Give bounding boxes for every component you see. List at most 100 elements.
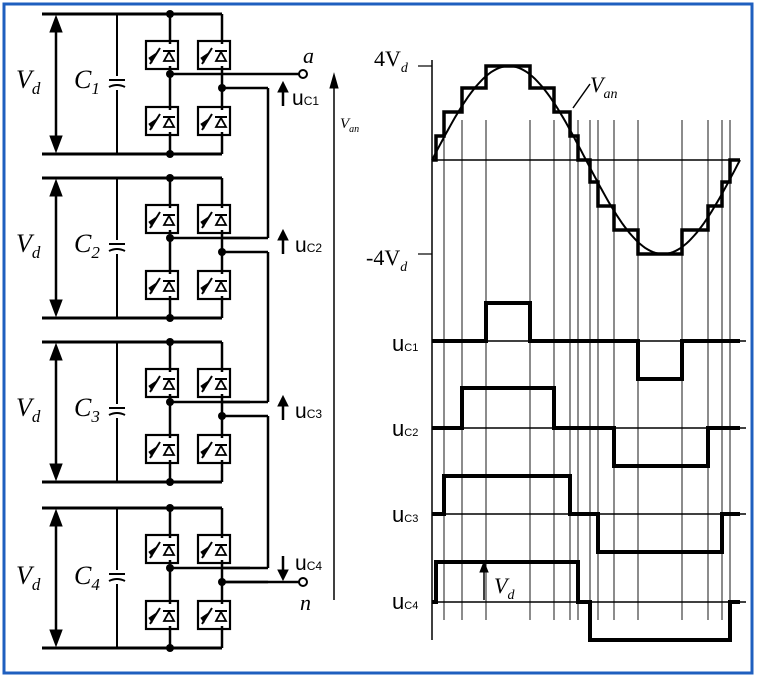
vd-arrow-head-down — [49, 135, 63, 154]
cell-4-labels: Vd C4 — [16, 561, 100, 594]
igbt-diode-switch — [196, 203, 232, 235]
transistor-arrow — [200, 546, 209, 558]
junction-dot — [166, 150, 174, 158]
uc3-label: uC3 — [295, 400, 322, 423]
switch-box — [196, 367, 232, 399]
igbt-diode-switch — [196, 269, 232, 301]
diode-triangle — [162, 280, 176, 292]
transistor-arrow — [200, 612, 209, 624]
diode-triangle — [162, 214, 176, 226]
diode-triangle — [162, 50, 176, 62]
switch-box — [144, 269, 180, 301]
igbt-diode-switch — [196, 433, 232, 465]
junction-dot — [166, 10, 174, 18]
h-bridge-cell-2 — [42, 174, 268, 322]
igbt-diode-switch — [144, 39, 180, 71]
uc-waveform-2 — [432, 386, 740, 468]
diode-triangle — [162, 116, 176, 128]
diode-triangle — [214, 444, 228, 456]
switch-box — [196, 533, 232, 565]
vd-arrow-head-up — [49, 178, 63, 197]
switch-box — [144, 533, 180, 565]
igbt-diode-switch — [144, 433, 180, 465]
switch-box — [196, 599, 232, 631]
cell-2-labels: Vd C2 — [16, 229, 100, 262]
junction-dot — [166, 478, 174, 486]
diode-triangle — [214, 378, 228, 390]
vd-arrow-head-up — [49, 342, 63, 361]
transistor-arrow — [148, 546, 157, 558]
transistor-arrow — [200, 118, 209, 130]
diode-triangle — [214, 50, 228, 62]
cap-plate-bottom — [108, 578, 126, 582]
diode-triangle — [214, 280, 228, 292]
cap-plate-bottom — [108, 412, 126, 416]
diode-triangle — [214, 116, 228, 128]
vd-arrow-head-up — [49, 508, 63, 527]
cell-3-labels: Vd C3 — [16, 393, 100, 426]
switch-box — [144, 433, 180, 465]
cap-plate-bottom — [108, 248, 126, 252]
uc-arrow-head — [277, 569, 289, 582]
switch-box — [144, 599, 180, 631]
uc1-label: uC1 — [292, 87, 319, 110]
junction-dot — [166, 644, 174, 652]
junction-dot — [166, 338, 174, 346]
igbt-diode-switch — [144, 203, 180, 235]
cap-label-3: C3 — [74, 393, 100, 426]
transistor-arrow — [148, 52, 157, 64]
series-connections — [222, 69, 339, 600]
switch-box — [196, 39, 232, 71]
wave-uc3-label: uC3 — [392, 502, 418, 527]
transistor-arrow — [200, 52, 209, 64]
plot-minus-4vd-label: -4Vd — [366, 245, 408, 275]
terminal-a — [298, 69, 308, 79]
igbt-diode-switch — [196, 599, 232, 631]
vd-arrow-head-down — [49, 629, 63, 648]
uc-arrow-head — [277, 80, 289, 93]
uc-arrow-head — [277, 228, 289, 241]
uc-waveform-4 — [432, 560, 740, 642]
transistor-arrow — [148, 216, 157, 228]
terminal-n-label: n — [300, 590, 311, 615]
diode-triangle — [214, 544, 228, 556]
terminal-a-label: a — [303, 43, 314, 68]
switch-box — [144, 39, 180, 71]
transistor-arrow — [148, 118, 157, 130]
van-vertical-label: Van — [340, 116, 359, 135]
van-arrow-head — [329, 72, 339, 89]
vd-label-4: Vd — [16, 561, 41, 594]
wave-uc4-label: uC4 — [392, 589, 418, 614]
switch-box — [196, 433, 232, 465]
transistor-arrow — [200, 282, 209, 294]
circuit — [42, 10, 339, 652]
junction-dot — [166, 504, 174, 512]
wave-uc1-label: uC1 — [392, 331, 418, 356]
junction-dot — [166, 314, 174, 322]
vd-label-3: Vd — [16, 393, 41, 426]
igbt-diode-switch — [196, 39, 232, 71]
cap-label-1: C1 — [74, 65, 100, 98]
diode-triangle — [214, 610, 228, 622]
uc-waveform-1 — [432, 301, 740, 381]
switch-box — [196, 203, 232, 235]
diode-triangle — [162, 610, 176, 622]
transistor-arrow — [148, 282, 157, 294]
igbt-diode-switch — [196, 367, 232, 399]
diode-triangle — [162, 378, 176, 390]
switch-box — [144, 105, 180, 137]
plot-van-label: Van — [590, 72, 617, 102]
cap-plate-bottom — [108, 84, 126, 88]
cell-1-labels: Vd C1 — [16, 65, 100, 98]
switch-box — [196, 105, 232, 137]
vd-arrow-head-down — [49, 299, 63, 318]
diode-triangle — [162, 544, 176, 556]
waveforms — [418, 60, 746, 642]
igbt-diode-switch — [144, 533, 180, 565]
diode-triangle — [214, 214, 228, 226]
cap-label-4: C4 — [74, 561, 100, 594]
vd-wave-arrow-head — [479, 560, 489, 573]
